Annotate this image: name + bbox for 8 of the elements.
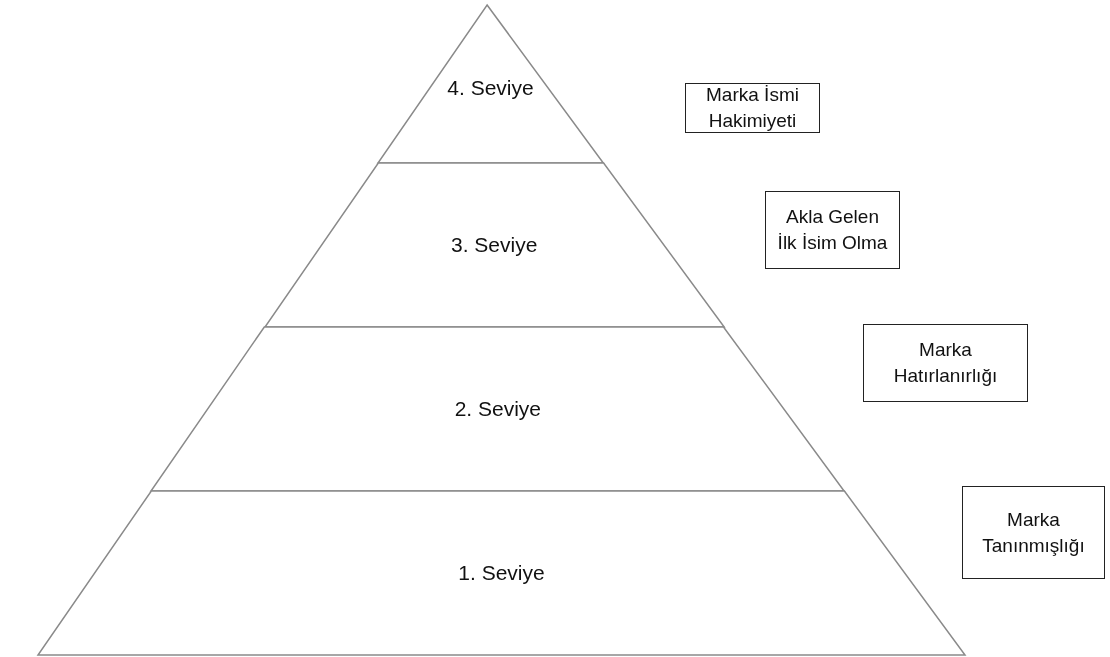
level-label: 4. Seviye <box>446 75 535 102</box>
level-label: 2. Seviye <box>454 397 541 421</box>
level-description: Marka Tanınmışlığı <box>962 486 1105 579</box>
level-description: Marka Hatırlanırlığı <box>863 324 1028 402</box>
level-label: 3. Seviye <box>451 233 538 257</box>
level-description: Akla Gelen İlk İsim Olma <box>765 191 900 269</box>
level-description: Marka İsmi Hakimiyeti <box>685 83 820 133</box>
level-label: 1. Seviye <box>458 561 545 585</box>
